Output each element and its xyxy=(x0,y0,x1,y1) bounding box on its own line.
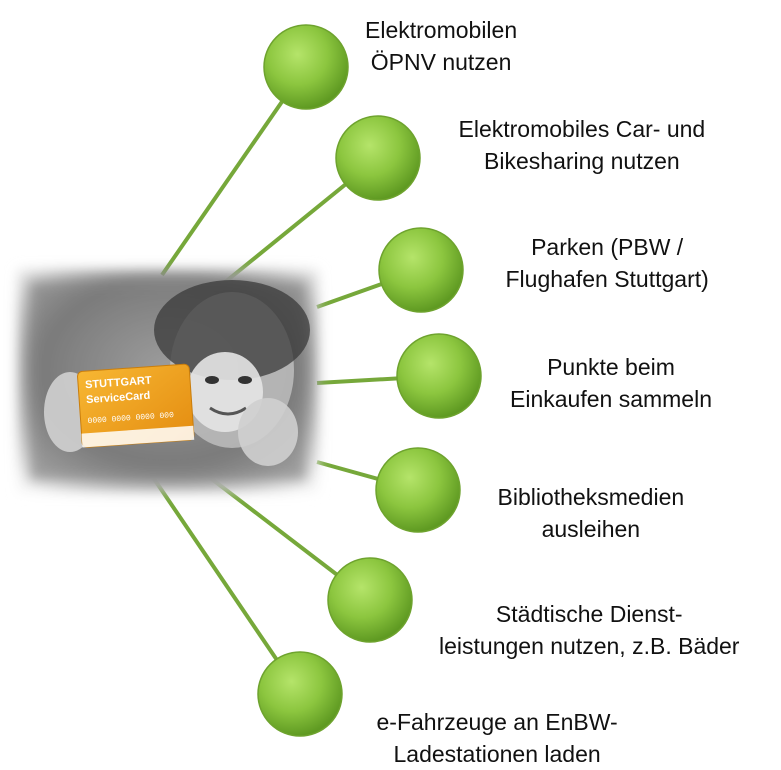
label-2-line-2: Bikesharing nutzen xyxy=(484,148,680,174)
photo-servicecard: STUTTGART ServiceCard 0000 0000 0000 000 xyxy=(18,270,318,492)
label-6: Städtische Dienst-leistungen nutzen, z.B… xyxy=(439,598,739,662)
card-brand: STUTTGART xyxy=(85,375,153,392)
bubbles xyxy=(257,24,482,737)
label-1-line-2: ÖPNV nutzen xyxy=(370,49,512,75)
bubble-6 xyxy=(327,557,413,643)
label-5: Bibliotheksmedien ausleihen xyxy=(498,481,685,545)
card-name: ServiceCard xyxy=(86,390,151,406)
label-2-line-1: Elektromobiles Car- und xyxy=(458,116,706,142)
label-5-line-2: ausleihen xyxy=(541,516,641,542)
label-7-line-2: Ladestationen laden xyxy=(393,741,601,767)
label-6-line-1: Städtische Dienst- xyxy=(495,601,683,627)
label-3-line-1: Parken (PBW / xyxy=(531,234,684,260)
bubble-2 xyxy=(335,115,421,201)
label-7-line-1: e-Fahrzeuge an EnBW- xyxy=(376,709,618,735)
label-4-line-2: Einkaufen sammeln xyxy=(510,386,712,412)
bubble-1 xyxy=(263,24,349,110)
connector-line-7 xyxy=(146,468,302,696)
label-3-line-2: Flughafen Stuttgart) xyxy=(505,266,709,292)
label-6-line-2: leistungen nutzen, z.B. Bäder xyxy=(439,633,740,659)
label-4-line-1: Punkte beim xyxy=(547,354,675,380)
label-3: Parken (PBW / Flughafen Stuttgart) xyxy=(506,231,709,295)
label-5-line-1: Bibliotheksmedien xyxy=(497,484,685,510)
label-1-line-1: Elektromobilen xyxy=(365,17,518,43)
bubble-4 xyxy=(396,333,482,419)
servicecard: STUTTGART ServiceCard 0000 0000 0000 000 xyxy=(77,363,195,448)
bubble-5 xyxy=(375,447,461,533)
label-7: e-Fahrzeuge an EnBW- Ladestationen laden xyxy=(377,706,618,770)
bubble-7 xyxy=(257,651,343,737)
bubble-3 xyxy=(378,227,464,313)
